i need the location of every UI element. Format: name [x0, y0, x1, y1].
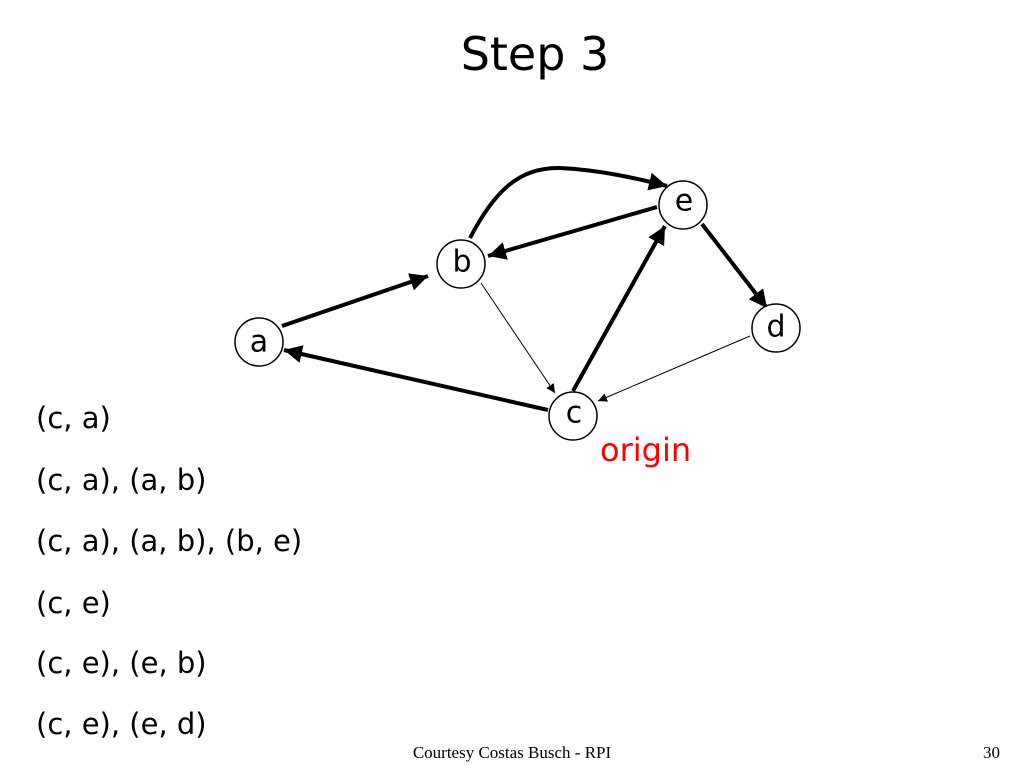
node-label-c: c: [566, 396, 583, 431]
edge-d-c: [597, 335, 751, 402]
edge-c-a: [283, 345, 549, 412]
edge-e-b: [487, 205, 658, 260]
edge-c-e: [571, 225, 667, 392]
path-item: (c, e), (e, b): [36, 646, 207, 680]
node-label-a: a: [250, 325, 268, 360]
footer-credit: Courtesy Costas Busch - RPI: [412, 743, 612, 762]
node-label-e: e: [675, 184, 693, 219]
page-number: 30: [983, 743, 1000, 762]
path-item: (c, e): [36, 586, 111, 620]
slide-title: Step 3: [460, 27, 610, 81]
edge-b-e: [468, 165, 668, 239]
node-a: a: [234, 317, 284, 367]
path-item: (c, e), (e, d): [36, 707, 207, 741]
node-c: c: [548, 391, 598, 441]
path-item: (c, a): [36, 401, 111, 435]
node-d: d: [751, 303, 801, 353]
origin-label: origin: [600, 431, 691, 469]
node-label-d: d: [766, 310, 785, 345]
node-label-b: b: [452, 245, 471, 280]
path-item: (c, a), (a, b): [36, 463, 207, 497]
edge-b-c: [480, 282, 556, 394]
node-b: b: [436, 239, 486, 289]
node-e: e: [658, 180, 708, 230]
path-item: (c, a), (a, b), (b, e): [36, 524, 303, 558]
edge-e-d: [700, 222, 769, 310]
edge-a-b: [281, 273, 429, 328]
